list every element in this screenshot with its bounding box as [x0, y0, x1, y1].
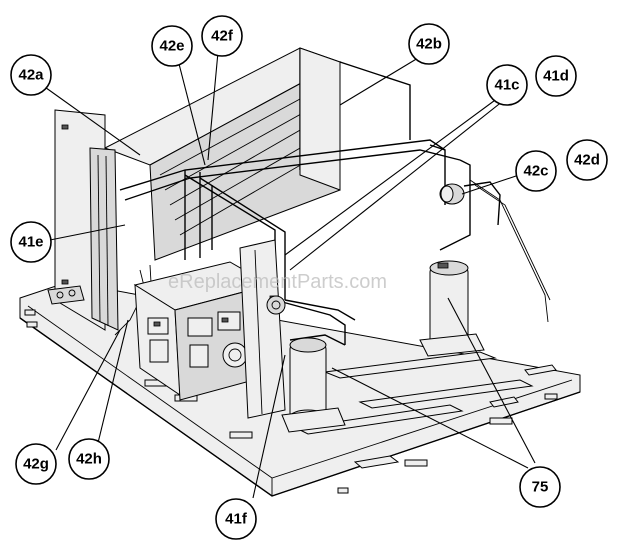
callout-label: 41d [543, 68, 569, 85]
callout-41c: 41c [486, 64, 528, 106]
callout-label: 42d [574, 152, 600, 169]
callout-label: 42h [76, 451, 102, 468]
callout-label: 41f [225, 511, 248, 528]
reversing-valve [439, 181, 501, 226]
callout-label: 42a [18, 67, 44, 84]
callout-42d: 42d [566, 139, 608, 181]
callout-41d: 41d [535, 55, 577, 97]
callout-label: 42c [523, 163, 548, 180]
leader-lines [41, 51, 536, 499]
coil-frame [103, 47, 411, 261]
callout-42f: 42f [201, 15, 243, 57]
callout-42g: 42g [15, 443, 57, 485]
callout-label: 42b [416, 36, 442, 53]
callout-label: 42g [23, 456, 49, 473]
callout-41f: 41f [215, 498, 257, 540]
watermark: eReplacementParts.com [168, 271, 387, 293]
callout-label: 42e [159, 38, 184, 55]
callout-label: 41c [494, 77, 519, 94]
callout-75: 75 [519, 466, 561, 508]
callout-42h: 42h [68, 438, 110, 480]
callout-label: 42f [211, 28, 234, 45]
callout-42e: 42e [151, 25, 193, 67]
callout-42b: 42b [408, 23, 450, 65]
callout-41e: 41e [10, 221, 52, 263]
callout-label: 41e [18, 234, 43, 251]
callout-42c: 42c [515, 150, 557, 192]
control-box [133, 239, 286, 419]
compressor-left [266, 295, 346, 433]
callout-label: 75 [532, 479, 549, 496]
left-side-panel [47, 109, 119, 331]
compressor-right [419, 260, 485, 357]
callout-42a: 42a [10, 54, 52, 96]
